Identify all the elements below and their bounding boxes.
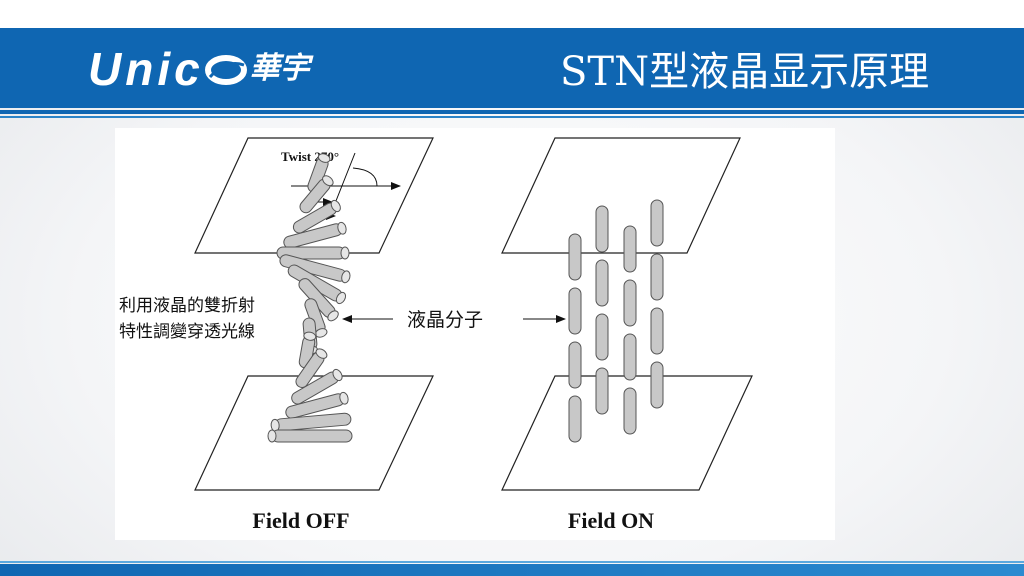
aligned-molecule bbox=[623, 387, 637, 435]
aligned-molecule bbox=[650, 199, 664, 247]
top-strip bbox=[0, 0, 1024, 28]
page-title: STN型液晶显示原理 bbox=[560, 49, 930, 95]
twisted-molecule bbox=[292, 199, 341, 234]
footer-bar bbox=[0, 561, 1024, 576]
birefringence-annotation-line1: 利用液晶的雙折射 bbox=[119, 296, 255, 316]
aligned-molecule bbox=[568, 287, 582, 335]
aligned-molecule bbox=[595, 313, 609, 361]
twisted-molecule-stack bbox=[267, 153, 353, 443]
aligned-molecule bbox=[623, 225, 637, 273]
right-top-plate bbox=[501, 137, 741, 254]
twisted-molecule bbox=[295, 348, 328, 388]
logo-swirl-icon bbox=[204, 55, 247, 85]
left-top-plate bbox=[194, 137, 434, 254]
field-off-caption: Field OFF bbox=[252, 508, 349, 533]
twisted-molecule bbox=[298, 278, 339, 322]
aligned-molecule bbox=[568, 233, 582, 281]
aligned-molecule bbox=[595, 367, 609, 415]
right-bottom-plate bbox=[501, 375, 753, 491]
liquid-crystal-molecule-label: 液晶分子 bbox=[407, 309, 483, 331]
birefringence-annotation-line2: 特性調變穿透光線 bbox=[119, 322, 255, 342]
company-logo: Unic 華宇 bbox=[88, 44, 310, 94]
field-on-caption: Field ON bbox=[568, 508, 654, 533]
stn-diagram: Twist 270° bbox=[119, 137, 753, 533]
aligned-molecule bbox=[650, 253, 664, 301]
twisted-molecule bbox=[285, 391, 349, 419]
logo-text: Unic bbox=[88, 43, 204, 95]
aligned-molecule bbox=[623, 333, 637, 381]
aligned-molecule bbox=[595, 259, 609, 307]
twisted-molecule bbox=[276, 246, 350, 260]
logo-chinese-text: 華宇 bbox=[249, 51, 310, 86]
left-bottom-plate bbox=[194, 375, 434, 491]
diagram-panel: Twist 270° bbox=[115, 128, 835, 540]
header-bar bbox=[0, 28, 1024, 108]
header-divider-thin bbox=[0, 116, 1024, 118]
aligned-molecule bbox=[568, 341, 582, 389]
twist-arc-arrow bbox=[352, 167, 378, 187]
twisted-molecule bbox=[270, 412, 352, 432]
twist-label: Twist 270° bbox=[281, 149, 339, 164]
aligned-molecule-grid bbox=[568, 199, 664, 443]
twisted-molecule bbox=[267, 429, 353, 443]
aligned-molecule bbox=[595, 205, 609, 253]
twisted-molecule bbox=[283, 221, 347, 249]
aligned-molecule bbox=[568, 395, 582, 443]
twisted-molecule bbox=[299, 175, 334, 214]
aligned-molecule bbox=[650, 307, 664, 355]
aligned-molecule bbox=[623, 279, 637, 327]
aligned-molecule bbox=[650, 361, 664, 409]
header-divider bbox=[0, 110, 1024, 114]
twisted-molecule bbox=[291, 368, 343, 405]
